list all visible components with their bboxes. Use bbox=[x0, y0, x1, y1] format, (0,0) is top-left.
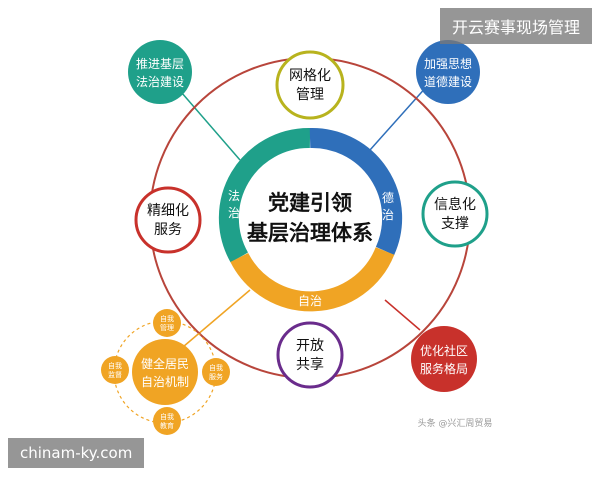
satellite-top-line2: 管理 bbox=[160, 323, 174, 332]
node-moral-line1: 加强思想 bbox=[424, 56, 472, 71]
satellite-right-line1: 自我 bbox=[209, 363, 223, 372]
satellite-bottom bbox=[153, 407, 181, 435]
satellite-bottom-line1: 自我 bbox=[160, 412, 174, 421]
satellite-right-line2: 服务 bbox=[209, 372, 223, 381]
self-governance-cluster: 健全居民 自治机制 自我 管理 自我 监督 自我 服务 自我 教育 bbox=[101, 309, 230, 435]
ring-label-law-1: 法 bbox=[228, 189, 240, 203]
node-self-gov-line1: 健全居民 bbox=[141, 356, 189, 371]
center-title-line2: 基层治理体系 bbox=[247, 221, 373, 245]
ring-segment-law bbox=[218, 127, 311, 263]
node-info-support: 信息化 支撑 bbox=[421, 180, 489, 248]
node-self-gov-line2: 自治机制 bbox=[141, 375, 189, 389]
ring-label-virtue-2: 治 bbox=[382, 208, 394, 222]
node-refined-line2: 服务 bbox=[154, 222, 182, 238]
node-info-line1: 信息化 bbox=[434, 196, 476, 213]
node-refined-service: 精细化 服务 bbox=[134, 186, 202, 254]
satellite-left-line1: 自我 bbox=[108, 361, 122, 370]
node-law-line2: 法治建设 bbox=[136, 75, 184, 89]
node-grid-management: 网格化 管理 bbox=[275, 50, 345, 120]
ring-label-self: 自治 bbox=[298, 294, 322, 308]
node-community-service: 优化社区 服务格局 bbox=[411, 326, 477, 392]
node-moral-construction: 加强思想 道德建设 bbox=[416, 40, 480, 104]
node-moral-line2: 道德建设 bbox=[424, 74, 472, 89]
satellite-left-line2: 监督 bbox=[108, 370, 122, 379]
node-refined-line1: 精细化 bbox=[147, 203, 189, 219]
ring-segment-self bbox=[230, 247, 395, 312]
node-open-line1: 开放 bbox=[296, 338, 324, 354]
satellite-top-line1: 自我 bbox=[160, 314, 174, 323]
ring-label-law-2: 治 bbox=[228, 206, 240, 220]
node-law-construction: 推进基层 法治建设 bbox=[128, 40, 192, 104]
node-grid-line2: 管理 bbox=[296, 87, 324, 103]
node-info-line2: 支撑 bbox=[441, 216, 469, 232]
connector-community bbox=[384, 299, 421, 331]
satellite-right bbox=[202, 358, 230, 386]
node-self-governance bbox=[132, 339, 198, 405]
node-grid-line1: 网格化 bbox=[289, 68, 331, 84]
governance-ring bbox=[218, 127, 403, 312]
satellite-left bbox=[101, 356, 129, 384]
center-title-line1: 党建引领 bbox=[268, 191, 352, 215]
top-right-overlay: 开云赛事现场管理 bbox=[439, 8, 592, 44]
bottom-left-url: chinam-ky.com bbox=[8, 438, 145, 468]
node-open-line2: 共享 bbox=[296, 356, 324, 373]
node-community-line1: 优化社区 bbox=[420, 343, 468, 358]
ring-segment-virtue bbox=[309, 127, 403, 256]
ring-label-virtue-1: 德 bbox=[382, 190, 394, 205]
node-open-sharing: 开放 共享 bbox=[276, 321, 344, 389]
node-community-line2: 服务格局 bbox=[420, 361, 468, 376]
satellite-bottom-line2: 教育 bbox=[160, 421, 174, 430]
watermark-text: 头条 @兴汇周贸易 bbox=[418, 417, 493, 429]
satellite-top bbox=[153, 309, 181, 337]
node-law-line1: 推进基层 bbox=[136, 57, 184, 71]
connector-moral bbox=[369, 84, 429, 151]
connector-law bbox=[174, 84, 241, 161]
